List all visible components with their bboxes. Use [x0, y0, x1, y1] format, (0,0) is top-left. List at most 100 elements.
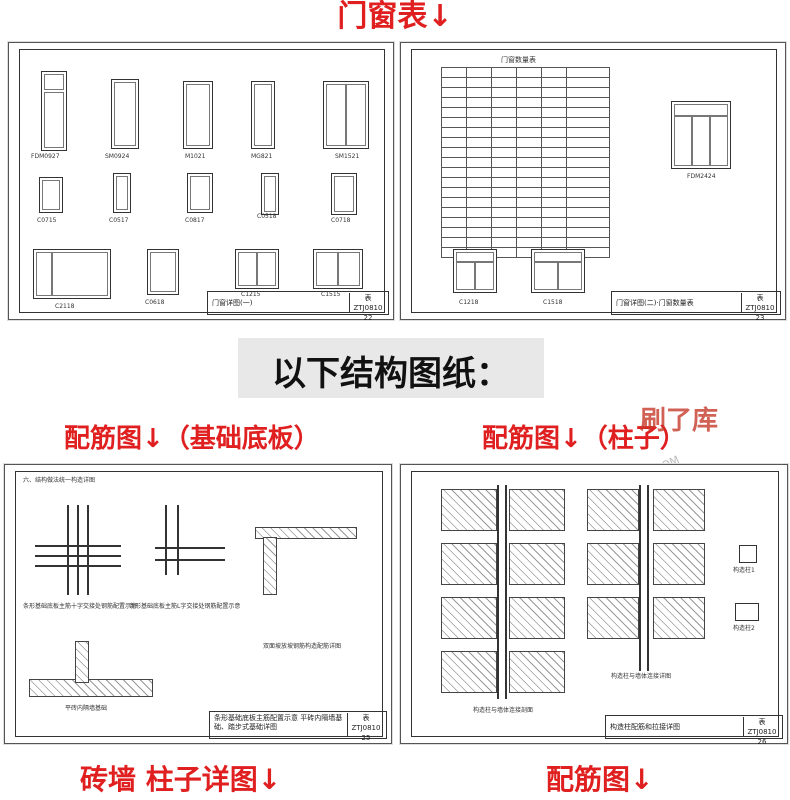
rebar-line — [165, 505, 167, 575]
label-column-2: 构造柱2 — [733, 625, 755, 632]
sheet-code-text: 表 ZTJ0810 — [353, 294, 383, 312]
window-c0715 — [39, 177, 63, 213]
label-c0715: C0715 — [37, 217, 57, 224]
label-column-1: 构造柱1 — [733, 567, 755, 574]
title-block: 门窗详图(二)·门窗数量表 表 ZTJ0810 23 — [611, 291, 781, 322]
rebar-line — [155, 547, 225, 549]
sheet-page: 25 — [361, 734, 371, 742]
brick-hatch — [587, 543, 639, 585]
door-fdm0927 — [41, 71, 67, 151]
label-c0517: C0517 — [109, 217, 129, 224]
sheet-code-text: 表 ZTJ0810 — [747, 718, 777, 736]
note-cross-junction: 条形基础底板主筋十字交接处钢筋配置示意 — [23, 603, 138, 610]
window-c0817 — [187, 173, 213, 213]
brick-hatch — [441, 597, 497, 639]
sheet-code: 表 ZTJ0810 25 — [347, 713, 384, 742]
brick-hatch — [441, 489, 497, 531]
column-rebar — [505, 485, 507, 699]
label-c1515: C1515 — [321, 291, 341, 298]
label-c1215: C1215 — [241, 291, 261, 298]
window-c0718 — [331, 173, 357, 215]
window-c2118 — [33, 249, 111, 299]
sheet-page: 26 — [757, 738, 767, 746]
heading-rebar: 配筋图↓ — [546, 763, 654, 796]
label-c0518: C0518 — [257, 213, 277, 220]
window-c1515 — [313, 249, 363, 289]
drawing-sheet-foundation-rebar: 六、结构做法统一构造详图 条形基础底板主筋十字交接处钢筋配置示意 条形基础底板主… — [4, 464, 392, 744]
sheet-code: 表 ZTJ0810 26 — [743, 717, 780, 746]
sheet-title: 构造柱配筋和拉接详图 — [610, 723, 680, 731]
column-section-1 — [739, 545, 757, 563]
drawing-sheet-column-rebar: 构造柱1 构造柱2 构造柱与墙体连接详图 构造柱与墙体连接剖面 构造柱配筋和拉接… — [400, 464, 788, 746]
foundation-hatch — [29, 679, 153, 697]
brick-hatch — [509, 543, 565, 585]
note-l-junction: 条形基础底板主筋L字交接处钢筋配置示意 — [129, 603, 241, 610]
rebar-line — [67, 505, 69, 595]
label-c0817: C0817 — [185, 217, 205, 224]
brick-hatch — [587, 489, 639, 531]
sheet-frame — [411, 471, 779, 737]
structure-drawings-banner: 以下结构图纸： — [238, 338, 544, 398]
drawing-sheet-door-window-detail-1: FDM0927 SM0924 M1021 MG821 SM1521 C0715 … — [8, 42, 394, 322]
door-sm0924 — [111, 79, 139, 149]
label-mg821: MG821 — [251, 153, 273, 160]
brick-hatch — [653, 597, 705, 639]
window-c0517 — [113, 173, 131, 213]
sheet-code-text: 表 ZTJ0810 — [745, 294, 775, 312]
heading-rebar-foundation: 配筋图↓（基础底板） — [64, 424, 320, 454]
wall-hatch — [263, 537, 277, 595]
brick-hatch — [509, 597, 565, 639]
rebar-line — [87, 505, 89, 595]
door-fdm2424 — [671, 101, 731, 169]
quantity-table-title: 门窗数量表 — [501, 56, 536, 64]
column-rebar — [497, 485, 499, 699]
brick-hatch — [653, 489, 705, 531]
brick-hatch — [653, 543, 705, 585]
label-m1021: M1021 — [185, 153, 206, 160]
window-c0618 — [147, 249, 179, 295]
section-title: 六、结构做法统一构造详图 — [23, 477, 96, 484]
column-section-2 — [735, 603, 759, 621]
label-c1218: C1218 — [459, 299, 479, 306]
title-block: 构造柱配筋和拉接详图 表 ZTJ0810 26 — [605, 715, 783, 746]
slab-hatch — [255, 527, 357, 539]
banner-text: 以下结构图纸： — [272, 354, 510, 394]
rebar-line — [177, 505, 179, 575]
sheet-page: 23 — [755, 314, 765, 322]
sheet-frame — [411, 49, 777, 313]
heading-brick-column-detail: 砖墙 柱子详图↓ — [80, 763, 282, 796]
label-c0618: C0618 — [145, 299, 165, 306]
rebar-line — [77, 505, 79, 595]
window-c0518 — [261, 173, 279, 215]
door-window-quantity-table — [441, 67, 610, 258]
brick-hatch — [441, 651, 497, 693]
sheet-title: 门窗详图(二)·门窗数量表 — [616, 299, 694, 307]
label-c0718: C0718 — [331, 217, 351, 224]
brick-hatch — [509, 651, 565, 693]
label-c1518: C1518 — [543, 299, 563, 306]
sheet-code: 表 ZTJ0810 23 — [741, 293, 778, 322]
sheet-title: 条形基础底板主筋配置示意 平砖内隔墙基础、踏步式基础详图 — [214, 714, 343, 731]
door-mg821 — [251, 81, 275, 149]
door-sm1521 — [323, 81, 369, 149]
note-inner-wall-foundation: 平砖内隔墙基础 — [65, 705, 108, 712]
heading-rebar-column: 配筋图↓（柱子） — [482, 424, 686, 454]
brick-hatch — [441, 543, 497, 585]
sheet-code-text: 表 ZTJ0810 — [351, 714, 381, 732]
sheet-title: 门窗详图(一) — [212, 299, 253, 307]
note-slope-detail: 双面坡放坡钢筋构造配筋详图 — [263, 643, 342, 650]
sheet-frame — [15, 471, 383, 737]
door-m1021 — [183, 81, 213, 149]
label-sm1521: SM1521 — [335, 153, 360, 160]
rebar-line — [155, 559, 225, 561]
label-wall-connection: 构造柱与墙体连接详图 — [611, 673, 672, 680]
window-c1218 — [453, 249, 497, 293]
label-wall-section: 构造柱与墙体连接剖面 — [473, 707, 534, 714]
sheet-frame — [19, 49, 385, 313]
label-fdm2424: FDM2424 — [687, 173, 716, 180]
window-c1215 — [235, 249, 279, 289]
title-block: 条形基础底板主筋配置示意 平砖内隔墙基础、踏步式基础详图 表 ZTJ0810 25 — [209, 711, 387, 742]
label-c2118: C2118 — [55, 303, 75, 310]
